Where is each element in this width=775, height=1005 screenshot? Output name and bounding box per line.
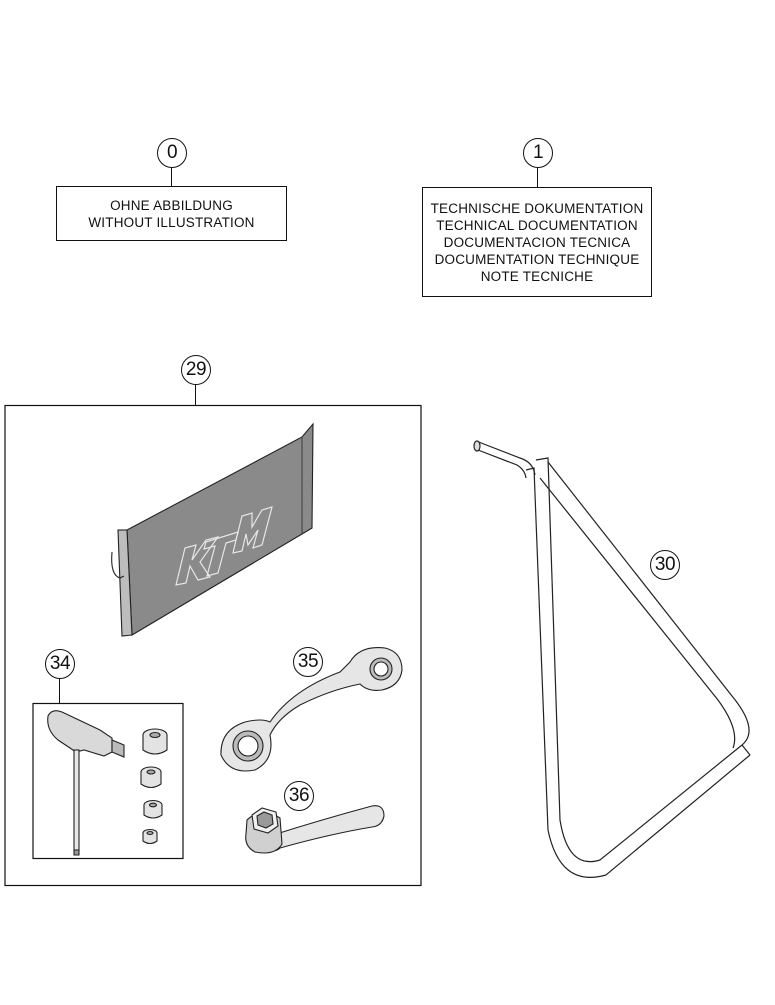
- tech-doc-line-it: NOTE TECNICHE: [480, 268, 594, 284]
- hex-key-set-frame: [32, 702, 184, 860]
- hex-bits: [140, 728, 168, 845]
- tech-doc-line-fr: DOCUMENTATION TECHNIQUE: [434, 251, 640, 267]
- tech-doc-line-es: DOCUMENTACION TECNICA: [443, 234, 631, 250]
- socket-wrench: [245, 805, 385, 854]
- callout-30-text: 30: [654, 554, 676, 575]
- leader-0: [171, 167, 173, 186]
- leader-34: [59, 678, 61, 704]
- callout-36: 36: [284, 781, 314, 811]
- callout-29: 29: [181, 355, 211, 385]
- tool-kit-frame: [4, 404, 422, 887]
- tech-doc-line-de: TECHNISCHE DOKUMENTATION: [430, 200, 644, 216]
- callout-30: 30: [650, 550, 680, 580]
- tool-bag: [111, 422, 314, 637]
- callout-1-text: 1: [532, 142, 544, 163]
- callout-36-text: 36: [288, 785, 310, 806]
- callout-34-text: 34: [49, 653, 71, 674]
- no-illustration-label: OHNE ABBILDUNG WITHOUT ILLUSTRATION: [56, 186, 287, 241]
- tech-doc-line-en: TECHNICAL DOCUMENTATION: [436, 217, 638, 233]
- leader-1: [537, 167, 539, 187]
- side-stand: [473, 440, 751, 878]
- callout-1: 1: [523, 138, 553, 168]
- no-illustration-line-en: WITHOUT ILLUSTRATION: [88, 214, 255, 230]
- no-illustration-line-de: OHNE ABBILDUNG: [110, 197, 233, 213]
- callout-34: 34: [45, 649, 75, 679]
- callout-0-text: 0: [166, 142, 178, 163]
- callout-35: 35: [293, 647, 323, 677]
- callout-0: 0: [157, 138, 187, 168]
- technical-documentation-label: TECHNISCHE DOKUMENTATION TECHNICAL DOCUM…: [422, 187, 652, 297]
- ktm-logo: [175, 506, 273, 586]
- callout-35-text: 35: [297, 651, 319, 672]
- ring-spanner: [220, 647, 403, 772]
- callout-29-text: 29: [185, 359, 207, 380]
- t-handle-hex-key: [47, 710, 125, 856]
- leader-29: [195, 384, 197, 405]
